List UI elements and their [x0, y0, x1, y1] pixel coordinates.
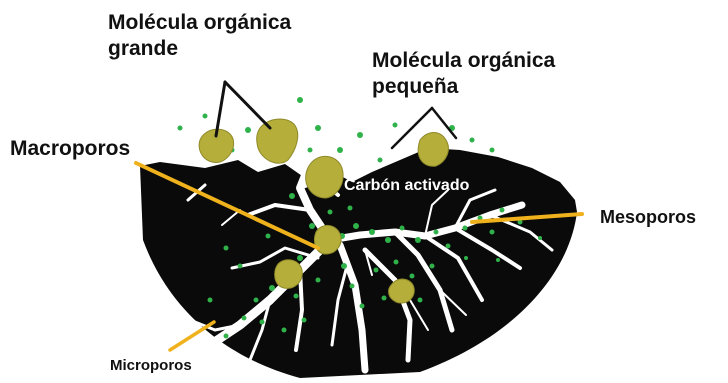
- label-large-molecule-line2: grande: [108, 37, 179, 61]
- label-small-molecule-line1: Molécula orgánica: [372, 49, 556, 72]
- pointer-large-molecule-left: [214, 80, 227, 138]
- label-micropores: Microporos: [110, 357, 192, 374]
- pointer-large-molecule-right: [223, 80, 272, 130]
- pointer-micropores: [168, 320, 216, 352]
- label-mesopores: Mesoporos: [600, 207, 697, 227]
- label-large-molecule-line1: Molécula orgánica: [108, 11, 292, 34]
- label-small-molecule-line2: pequeña: [372, 75, 459, 99]
- label-large-molecule: Molécula orgánica grande: [108, 10, 291, 63]
- pointer-lines: [134, 80, 584, 352]
- label-activated-carbon: Carbón activado: [344, 177, 470, 194]
- pointer-small-molecule-left: [390, 106, 434, 150]
- pointer-small-molecule-right: [430, 106, 458, 140]
- label-small-molecule: Molécula orgánica pequeña: [372, 48, 555, 101]
- label-macropores: Macroporos: [10, 137, 131, 160]
- pointer-mesopores: [470, 212, 584, 224]
- pointer-macropores: [134, 161, 320, 250]
